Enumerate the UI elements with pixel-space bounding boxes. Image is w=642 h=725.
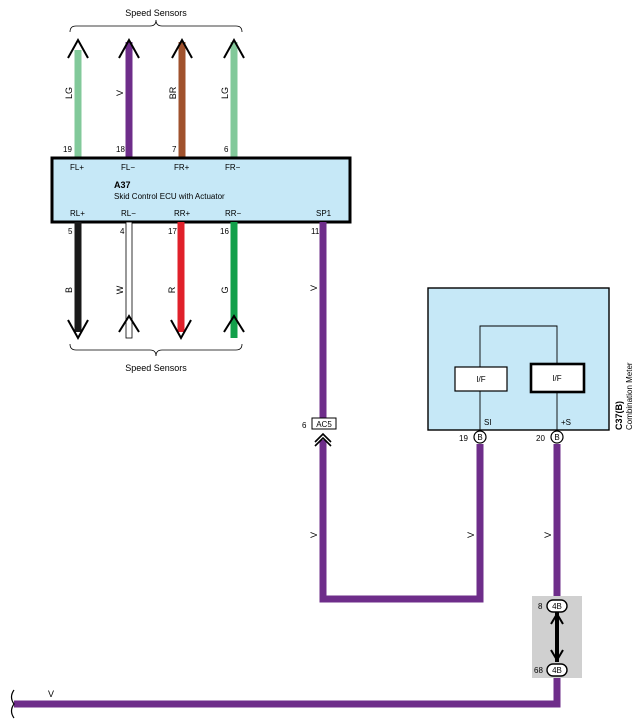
bottom-speed-sensors-label: Speed Sensors: [125, 363, 187, 373]
wire-color-code: V: [309, 285, 319, 291]
wire-color-code: V: [466, 532, 476, 538]
wire-break-mark: [10, 689, 15, 719]
bottom-wire-rr-plus: [170, 222, 192, 341]
skid-control-ecu-box: [50, 156, 352, 224]
meter-if-block-left: [454, 366, 508, 392]
meter-terminal-plus-s: +S: [561, 418, 571, 427]
meter-if-label: I/F: [476, 375, 485, 384]
bottom-speed-sensors-bracket: [69, 343, 243, 357]
junction-bottom-pill: [546, 663, 568, 677]
junction-top-pill: [546, 599, 568, 613]
bottom-pin-number: 17: [168, 227, 177, 236]
ac5-connector-chevron: [314, 436, 332, 447]
meter-pin-number: 19: [459, 434, 468, 443]
junction-pin-number: 8: [538, 602, 543, 611]
combination-meter-box: [427, 287, 610, 431]
meter-if-block-right: [529, 362, 586, 394]
ac5-connector-chevron: [314, 432, 332, 443]
ecu-terminal-label: RR+: [174, 209, 191, 218]
meter-if-label: I/F: [552, 374, 561, 383]
meter-pin-number: 20: [536, 434, 545, 443]
junction-pin-number: 68: [534, 666, 543, 675]
ecu-terminal-label: RR−: [225, 209, 242, 218]
ecu-code: A37: [114, 180, 131, 190]
meter-connector-circle: [473, 430, 487, 444]
wire-color-code: V: [309, 532, 319, 538]
top-wire-color-code: V: [115, 90, 125, 96]
top-pin-number: 18: [116, 145, 125, 154]
ac5-pin-number: 6: [302, 421, 307, 430]
top-wire-color-code: BR: [168, 86, 178, 99]
top-wire-fl-minus: [118, 37, 140, 158]
ecu-terminal-label: SP1: [316, 209, 332, 218]
ecu-name: Skid Control ECU with Actuator: [114, 192, 225, 201]
bottom-wire-rr-minus: [223, 222, 245, 338]
bottom-pin-number: 5: [68, 227, 73, 236]
top-speed-sensors-label: Speed Sensors: [125, 8, 187, 18]
top-wire-color-code: LG: [64, 87, 74, 99]
ecu-terminal-label: FR+: [174, 163, 190, 172]
ecu-terminal-label: RL+: [70, 209, 85, 218]
ac5-connector-label: AC5: [316, 420, 332, 429]
sp1-pin-number: 11: [311, 227, 320, 236]
bottom-wire-color-code: B: [64, 287, 74, 293]
bottom-wire-color-code: W: [115, 285, 125, 294]
top-pin-number: 7: [172, 145, 177, 154]
ecu-terminal-label: RL−: [121, 209, 136, 218]
top-speed-sensors-bracket: [69, 19, 243, 33]
ecu-terminal-label: FL−: [121, 163, 135, 172]
bottom-pin-number: 4: [120, 227, 125, 236]
top-pin-number: 6: [224, 145, 229, 154]
wire-color-code: V: [48, 689, 54, 699]
junction-arrow-up: [550, 612, 564, 625]
bottom-wire-color-code: G: [220, 286, 230, 293]
bottom-pin-number: 16: [220, 227, 229, 236]
bottom-wire-rl-minus: [118, 221, 140, 339]
meter-name: Combination Meter: [625, 362, 634, 430]
bottom-wire-rl-plus: [67, 222, 89, 341]
sp1-violet-harness: [14, 222, 561, 708]
junction-arrow-down: [550, 649, 564, 662]
junction-top-label: 4B: [552, 602, 562, 611]
meter-internal-line: [479, 325, 558, 368]
wire-color-code: V: [543, 532, 553, 538]
ecu-terminal-label: FR−: [225, 163, 241, 172]
junction-bottom-label: 4B: [552, 666, 562, 675]
top-wire-color-code: LG: [220, 87, 230, 99]
meter-connector-letter: B: [477, 433, 482, 442]
ecu-terminal-label: FL+: [70, 163, 84, 172]
top-wire-fl-plus: [67, 37, 89, 158]
top-wire-fr-plus: [171, 37, 193, 158]
meter-connector-letter: B: [554, 433, 559, 442]
meter-connector-circle: [550, 430, 564, 444]
top-pin-number: 19: [63, 145, 72, 154]
ac5-connector-box: [311, 417, 337, 430]
bottom-wire-color-code: R: [167, 286, 177, 293]
top-wire-fr-minus: [223, 37, 245, 158]
meter-code: C37(B): [614, 401, 624, 430]
meter-terminal-si: SI: [484, 418, 492, 427]
